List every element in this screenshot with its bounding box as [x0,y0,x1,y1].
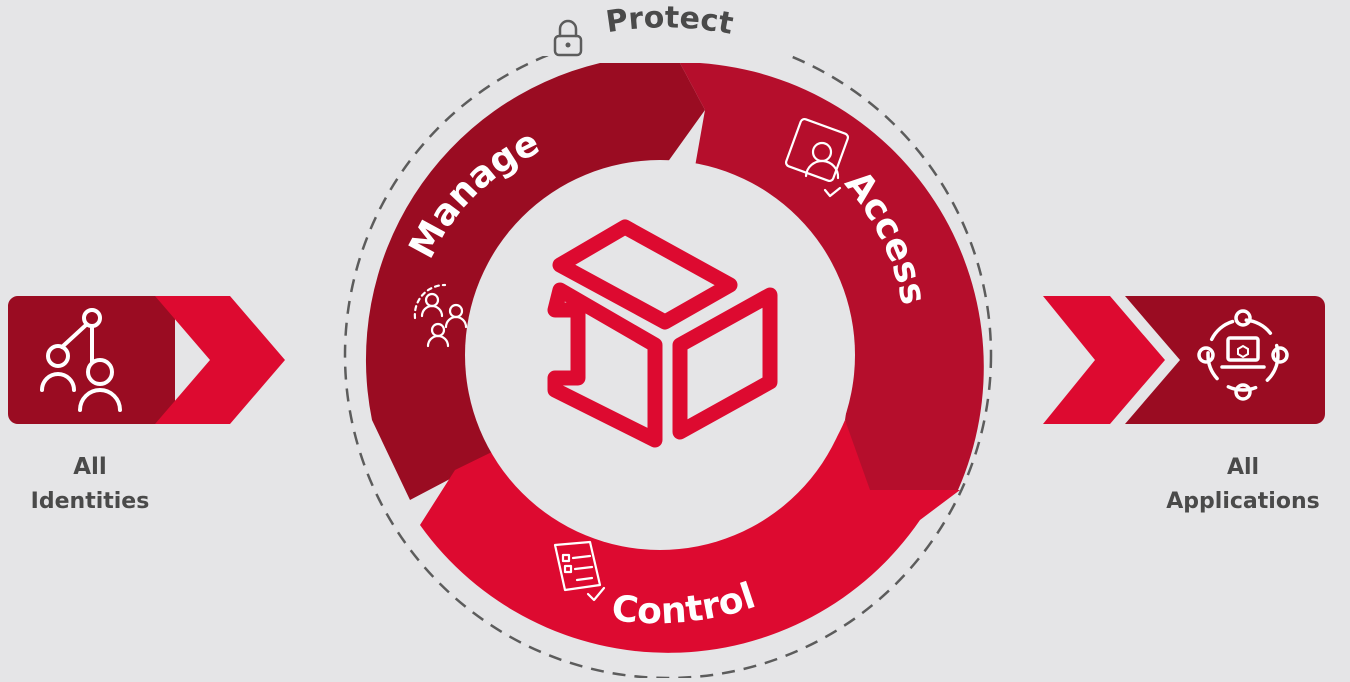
open-cube-icon [547,219,778,448]
applications-label-line2: Applications [1166,489,1319,514]
people-cycle-icon [413,283,468,348]
control-segment [420,420,960,653]
applications-label-line1: All [1227,455,1259,480]
identities-label-line2: Identities [31,489,150,514]
applications-laptop-icon [1197,309,1289,401]
lock-icon [553,19,583,57]
checklist-icon [553,540,606,602]
identities-network-icon [40,308,122,412]
protect-label: Protect [604,0,736,42]
applications-tile [1043,296,1325,424]
identities-label-line1: All [73,454,107,480]
user-check-icon [784,117,850,198]
